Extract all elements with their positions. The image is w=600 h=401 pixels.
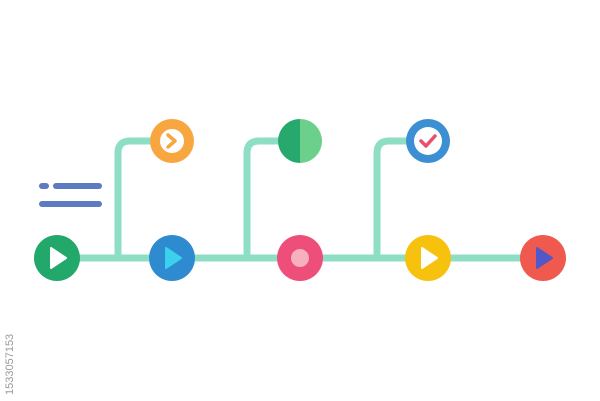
start-play-icon — [34, 235, 80, 281]
play-triangle — [536, 247, 553, 269]
record-icon — [277, 235, 323, 281]
play-yellow-icon — [405, 235, 451, 281]
chevron-right-icon — [150, 119, 194, 163]
check-inner — [414, 127, 442, 155]
half-circle-icon — [278, 119, 322, 163]
play-cyan-icon — [149, 235, 195, 281]
play-triangle — [421, 247, 438, 269]
end-play-icon — [520, 235, 566, 281]
record-dot — [291, 249, 309, 267]
chevron-inner — [160, 129, 184, 153]
check-mark — [419, 134, 437, 148]
chevron-mark — [166, 133, 177, 149]
play-triangle — [165, 247, 182, 269]
play-triangle — [50, 247, 67, 269]
menu-lines-icon — [39, 183, 102, 207]
checkmark-icon — [406, 119, 450, 163]
side-id-text: 1533057153 — [4, 333, 16, 395]
branch-connector-2 — [243, 137, 304, 262]
branch-connector-1 — [114, 137, 176, 262]
branch-icons — [150, 119, 450, 163]
timeline-nodes — [34, 235, 566, 281]
half-left — [278, 119, 300, 163]
branch-connector-3 — [373, 137, 432, 262]
half-right — [300, 119, 322, 163]
